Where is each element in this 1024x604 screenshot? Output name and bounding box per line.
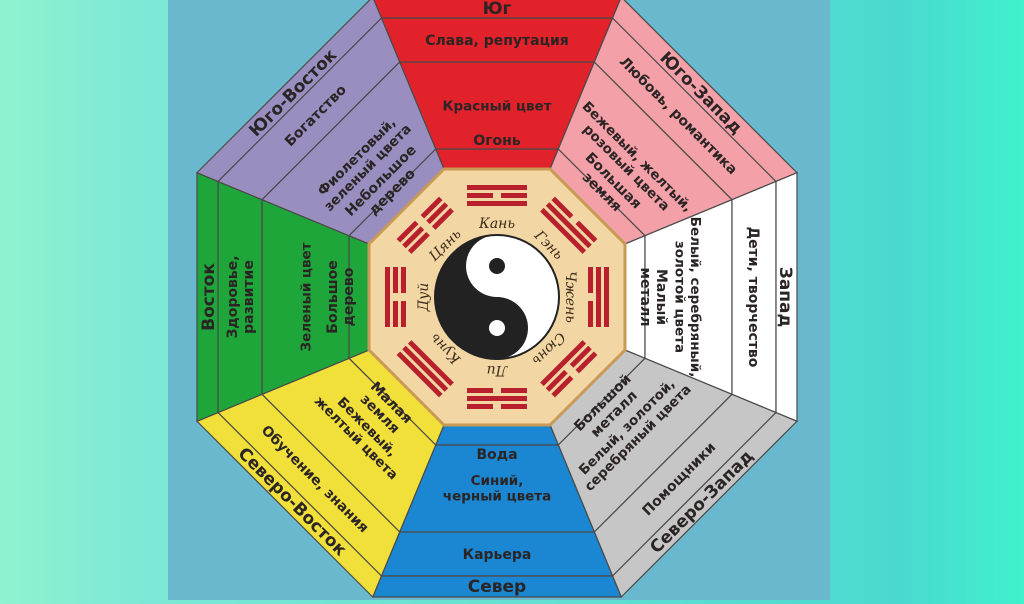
trigram-line [604,267,609,327]
sector-east [196,171,370,423]
trigram-line [467,388,493,393]
sector-text: Огонь [473,133,521,149]
sector-text: Вода [476,447,517,463]
trigram-line [551,196,574,219]
trigram-1 [540,196,598,254]
trigram-line [402,345,449,392]
sector-northeast [195,349,445,599]
trigram-line [426,202,449,225]
sector-northwest [549,349,799,599]
trigram-line [420,196,443,219]
trigram-line [407,231,430,254]
sector-band [195,0,383,183]
trigram-line [596,267,601,327]
sector-north [371,424,623,598]
trigram-line [431,207,454,230]
trigram-line [467,185,527,190]
trigram-line [569,345,592,368]
trigram-4 [467,388,527,409]
sector-southwest [549,0,799,245]
sector-text: Большоедерево [325,260,357,333]
trigram-line [540,207,587,254]
trigram-line [393,267,398,293]
trigram-line [396,220,419,243]
trigram-line [401,301,406,327]
sector-text: Зеленый цвет [299,242,315,351]
sector-text: Белый, серебряный,золотой цвета [672,217,704,378]
trigram-label: Кань [478,216,515,232]
trigram-line [588,267,593,293]
sector-text: Малыйметалл [637,267,669,326]
trigram-label: Дуй [416,283,432,313]
yang-dot [489,320,505,336]
trigram-2 [588,267,609,327]
trigram-line [501,193,527,198]
trigram-0 [467,185,527,206]
trigram-7 [396,196,454,254]
sector-text: Слава, репутация [425,33,569,49]
trigram-5 [396,340,454,398]
sectors [195,0,799,599]
trigram-line [575,220,598,243]
yin-yang-symbol [434,234,560,360]
direction-label: Восток [199,263,219,331]
sector-text: Дети, творчество [745,227,761,368]
direction-label: Запад [775,267,795,328]
trigram-line [467,201,527,206]
trigram-label: Чжень [562,271,578,323]
trigram-line [401,267,406,293]
sector-band [434,424,560,446]
trigram-line [393,301,398,327]
sector-text: Здоровье,развитие [225,255,257,338]
trigram-6 [385,267,406,327]
trigram-line [467,193,493,198]
sector-band [434,148,560,170]
trigram-line [575,351,598,374]
trigram-label: Ли [487,362,509,378]
yin-dot [489,258,505,274]
trigram-line [385,267,390,327]
trigram-line [540,340,587,387]
trigram-line [402,226,425,249]
direction-label: Север [468,577,526,597]
direction-label: Юг [483,0,512,19]
sector-text: Синий,черный цвета [443,473,551,505]
sector-southeast [195,0,445,245]
trigram-line [501,404,527,409]
trigram-line [396,351,443,398]
sector-west [624,171,798,423]
trigram-line [407,340,454,387]
trigram-line [545,369,568,392]
sector-text: Красный цвет [442,99,551,115]
trigram-line [551,375,574,398]
trigram-line [467,396,527,401]
trigram-line [588,301,593,327]
trigram-line [501,388,527,393]
trigram-line [467,404,493,409]
trigram-3 [540,340,598,398]
trigram-line [545,202,592,249]
sector-text: Карьера [463,547,532,563]
